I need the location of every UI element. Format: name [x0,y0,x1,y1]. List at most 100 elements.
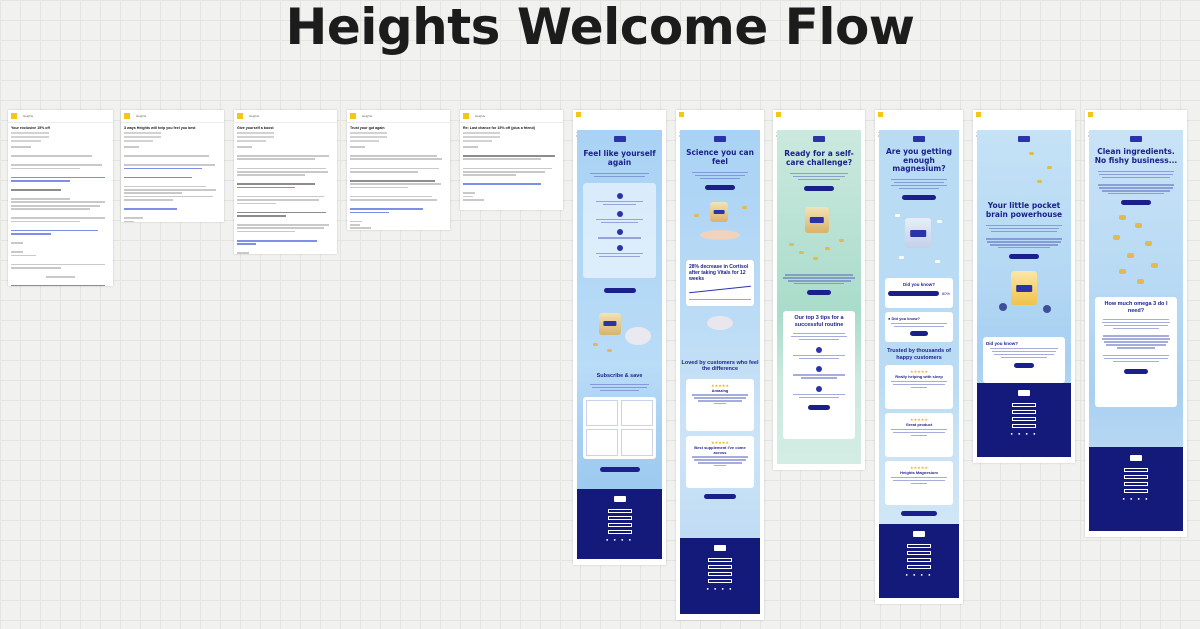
text-email-2[interactable]: Heights 3 ways Heights will help you fee… [121,110,224,222]
email-header: Heights [234,110,337,123]
text-email-5[interactable]: Heights Re: Last chance for 15% off (plu… [460,110,563,210]
product-jar [599,312,621,335]
shop-now-button[interactable] [704,493,736,499]
section-title: Subscribe & save [596,372,643,379]
email-brand: Heights [475,114,486,118]
text-email-4[interactable]: Heights Trust your gut again [347,110,450,230]
email-footer: ● ● ● ● [577,489,662,559]
heights-logo-icon [11,113,17,119]
email-header: Heights [8,110,113,123]
hero-image [777,191,861,273]
shop-now-button[interactable] [1014,362,1034,368]
heights-logo [1018,136,1030,142]
email-subject: Give yourself a boost [237,126,274,130]
product-jar [710,201,728,222]
hero-image [1089,205,1183,297]
shop-now-button[interactable] [902,195,936,201]
email-body [121,146,224,222]
email-subject: Trust your gut again [350,126,385,130]
text-email-3[interactable]: Heights Give yourself a boost [234,110,337,254]
email-subject: 3 ways Heights will help you feel you be… [124,126,196,130]
designed-email-3[interactable]: Ready for a self-care challenge? Our top… [773,110,865,470]
section-title: Loved by customers who feel the differen… [681,359,759,373]
email-header: Heights [121,110,224,123]
did-you-know-title: Did you know? [986,341,1018,347]
heights-logo-icon [679,112,684,117]
email-brand: Heights [23,114,34,118]
review-card: ★★★★★ Great product [885,413,953,458]
designed-email-2[interactable]: Science you can feel 28% decrease in Cor… [676,110,764,620]
did-you-know-card: ● Did you know? [885,312,953,343]
heights-logo-icon [878,112,883,117]
email-canvas: Clean ingredients. No fishy business... … [1089,130,1183,531]
heights-logo-icon [463,113,469,119]
shop-now-button[interactable] [1124,368,1148,374]
tips-card: Our top 3 tips for a successful routine [783,311,855,440]
shop-now-button[interactable] [901,511,937,517]
heights-logo-icon [976,112,981,117]
email-body [8,146,113,286]
email-title: Ready for a self-care challenge? [784,149,854,167]
rating-stars: ★★★★★ [711,382,729,388]
subscribe-button[interactable] [599,466,640,472]
heights-logo-icon [576,112,581,117]
hero-image [977,142,1071,202]
shop-now-button[interactable] [807,290,831,296]
heights-logo-icon [350,113,356,119]
email-title: Science you can feel [686,148,754,166]
quiz-value: 80% [941,291,950,297]
review-title: Great product [905,422,933,428]
hand-image [700,229,740,240]
text-email-1[interactable]: Heights Your exclusive 15% off [8,110,113,286]
benefits-card [583,182,656,278]
shop-now-button[interactable] [705,184,735,190]
email-brand: Heights [136,114,147,118]
hero-image [577,303,662,373]
email-footer: ● ● ● ● [1089,447,1183,531]
review-card: ★★★★★ Amazing [686,378,754,431]
email-body [460,146,563,201]
hero-image [680,190,760,260]
quiz-bar [888,291,939,297]
product-jar [905,218,931,249]
shop-now-button[interactable] [808,404,830,410]
email-title: Feel like yourself again [583,149,656,167]
designed-email-4[interactable]: Are you getting enough magnesium? Did yo… [875,110,963,604]
email-canvas: Feel like yourself again Subscribe & sav… [577,130,662,559]
email-header [973,110,1075,137]
product-image [977,259,1071,337]
stat-text: 28% decrease in Cortisol after taking Vi… [689,263,749,282]
shop-now-button[interactable] [910,330,928,336]
email-brand: Heights [362,114,373,118]
heights-logo [1130,136,1142,142]
designed-email-1[interactable]: Feel like yourself again Subscribe & sav… [573,110,666,565]
email-header [875,110,963,137]
email-header [676,110,764,137]
designed-email-6[interactable]: Clean ingredients. No fishy business... … [1085,110,1187,537]
heights-logo [813,136,825,142]
heights-logo [913,136,925,142]
email-footer: ● ● ● ● [680,538,760,614]
social-icons: ● ● ● ● [606,537,633,542]
shop-now-button[interactable] [1009,254,1039,260]
designed-email-5[interactable]: Your little pocket brain powerhouse Did … [973,110,1075,463]
social-icons: ● ● ● ● [706,586,734,591]
social-icons: ● ● ● ● [905,572,933,577]
shop-now-button[interactable] [1121,200,1151,206]
email-body [234,146,337,254]
email-header [1085,110,1187,137]
email-brand: Heights [249,114,260,118]
info-card: How much omega 3 do I need? [1095,297,1177,408]
email-header: Heights [347,110,450,123]
heights-logo [714,136,726,142]
heights-logo-icon [124,113,130,119]
section-title: Our top 3 tips for a successful routine [794,315,844,328]
email-canvas: Your little pocket brain powerhouse Did … [977,130,1071,457]
heights-logo [613,136,626,142]
email-canvas: Science you can feel 28% decrease in Cor… [680,130,760,614]
shop-now-button[interactable] [804,185,834,191]
review-title: Best supplement I've come across [694,444,746,455]
email-footer: ● ● ● ● [977,383,1071,457]
shop-now-button[interactable] [603,287,636,293]
email-title: Clean ingredients. No fishy business... [1094,147,1178,165]
